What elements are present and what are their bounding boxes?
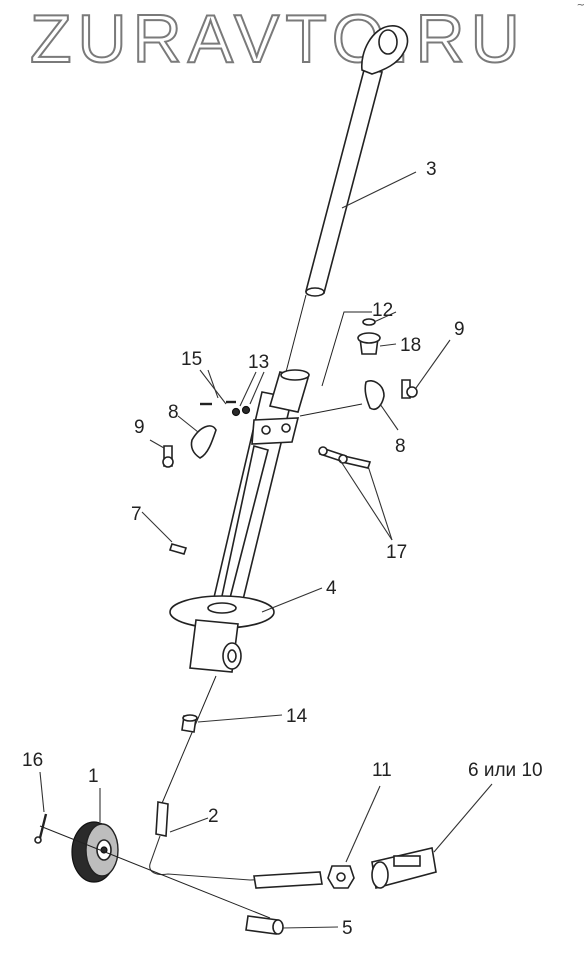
assembly-axis-lower [159, 675, 217, 809]
callout-6-or-10: 6 или 10 [468, 760, 543, 781]
part-2-rod [149, 801, 323, 889]
part-5-cap [245, 915, 284, 935]
part-1-wheel [71, 821, 119, 883]
svg-text:ZURAVTO.RU: ZURAVTO.RU [30, 4, 526, 74]
assembly-axis [285, 294, 307, 373]
leader-lines [39, 171, 493, 929]
part-7-pin [168, 543, 188, 555]
callout-16: 16 [22, 750, 43, 771]
top-bracket [251, 311, 372, 445]
part-9-clip-left [162, 445, 174, 468]
callout-12: 12 [372, 300, 393, 321]
part-4-column-with-flange [169, 391, 293, 673]
callout-9-left: 9 [134, 417, 145, 438]
part-6-or-10-fork [371, 847, 437, 890]
callout-18: 18 [400, 335, 421, 356]
brand-logo-watermark: ZURAVTO.RU [30, 4, 526, 74]
part-9-clip-right [401, 379, 418, 399]
callout-7: 7 [131, 504, 142, 525]
corner-mark: ~ [576, 0, 585, 11]
part-11-nut [327, 865, 355, 889]
part-8-lever-left [190, 425, 217, 459]
part-13-washer-a [231, 407, 241, 417]
callout-17: 17 [386, 542, 407, 563]
callout-11: 11 [372, 760, 392, 781]
callout-8-left: 8 [168, 402, 179, 423]
callout-9-right: 9 [454, 319, 465, 340]
callout-1: 1 [88, 766, 99, 787]
part-13-washer-b [241, 405, 251, 415]
callout-5: 5 [342, 918, 353, 939]
callout-3: 3 [426, 159, 437, 180]
part-16-cotter-pin [34, 813, 48, 844]
wheel-axis [39, 825, 271, 919]
callout-4: 4 [326, 578, 337, 599]
callout-13: 13 [248, 352, 269, 373]
callout-15: 15 [181, 349, 202, 370]
callout-2: 2 [208, 806, 219, 827]
part-3-upper-tube [304, 25, 409, 297]
part-17-pins [318, 446, 372, 469]
part-8-lever-right [364, 380, 385, 411]
part-18-bolt [357, 332, 381, 355]
part-14-bushing [181, 714, 198, 733]
callout-14: 14 [286, 706, 308, 727]
callout-8-right: 8 [395, 436, 406, 457]
